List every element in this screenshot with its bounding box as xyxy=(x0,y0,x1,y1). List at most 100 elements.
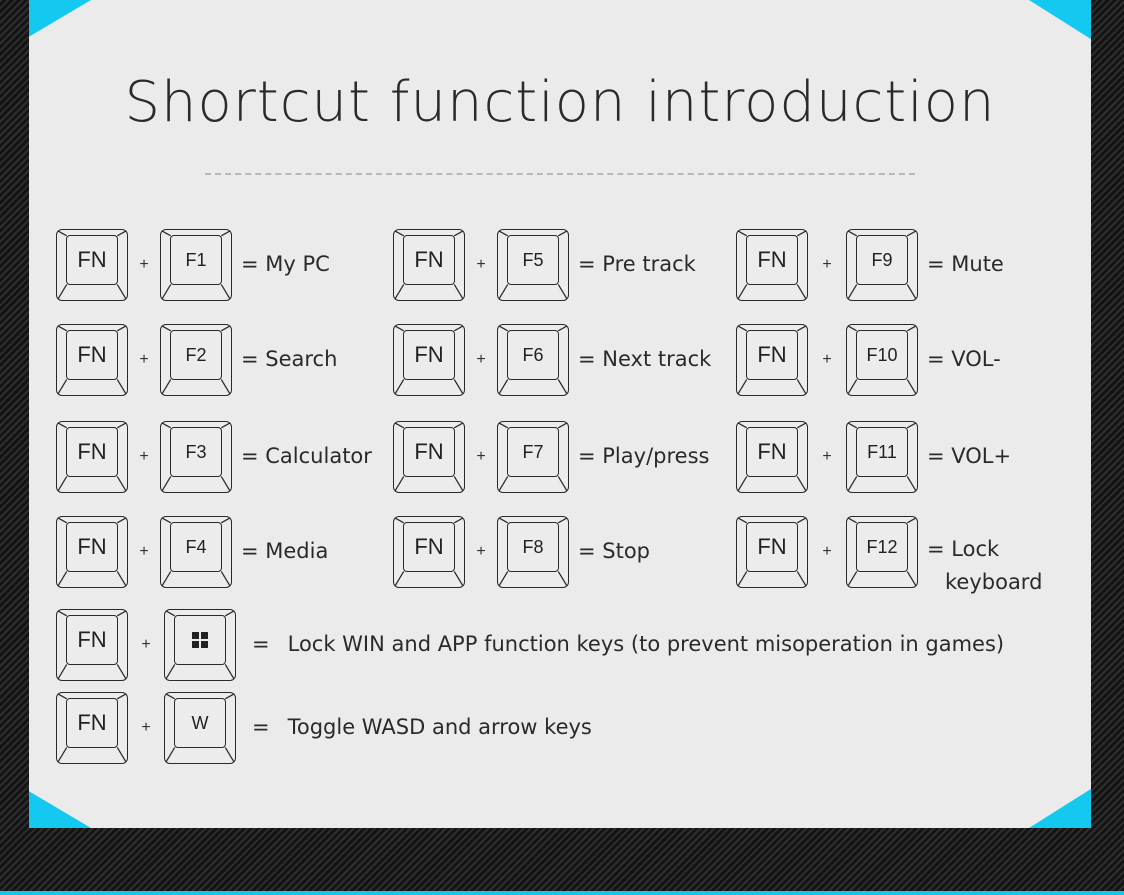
fn-key: FN xyxy=(736,421,808,493)
fn-key: FN xyxy=(736,229,808,301)
fn-key: FN xyxy=(56,229,128,301)
plus-sign: + xyxy=(822,543,832,560)
f9-key: F9 xyxy=(846,229,918,301)
plus-sign: + xyxy=(476,256,486,273)
keycap-bevel xyxy=(57,230,127,300)
shortcut-row-f3: FN + F3 = Calculator xyxy=(56,421,372,493)
plus-sign: + xyxy=(476,351,486,368)
plus-sign: + xyxy=(822,351,832,368)
fn-key: FN xyxy=(393,516,465,588)
shortcut-row-f1: FN + F1 = My PC xyxy=(56,229,330,301)
shortcut-desc: = Next track xyxy=(578,347,712,372)
fn-key: FN xyxy=(393,324,465,396)
shortcut-desc: = My PC xyxy=(241,252,330,277)
shortcut-row-f2: FN + F2 = Search xyxy=(56,324,337,396)
shortcut-desc: Lock WIN and APP function keys (to preve… xyxy=(287,632,1005,657)
equals-sign: = xyxy=(252,715,270,740)
keycap-bevel xyxy=(847,422,917,492)
keycap-bevel xyxy=(847,517,917,587)
bottom-accent-stripe xyxy=(0,891,1124,895)
shortcut-desc: = Media xyxy=(241,539,329,564)
plus-sign: + xyxy=(476,543,486,560)
shortcut-desc: Toggle WASD and arrow keys xyxy=(287,715,592,740)
plus-sign: + xyxy=(822,448,832,465)
keycap-bevel xyxy=(737,230,807,300)
plus-sign: + xyxy=(139,448,149,465)
plus-sign: + xyxy=(139,351,149,368)
fn-key: FN xyxy=(393,229,465,301)
fn-key: FN xyxy=(56,421,128,493)
keycap-bevel xyxy=(161,517,231,587)
plus-sign: + xyxy=(476,448,486,465)
keycap-bevel xyxy=(498,517,568,587)
keycap-bevel xyxy=(737,517,807,587)
shortcut-desc-block: = Lock keyboard xyxy=(918,516,1042,599)
keycap-bevel xyxy=(394,422,464,492)
keycap-bevel xyxy=(57,693,127,763)
keycap-bevel xyxy=(57,325,127,395)
keycap-bevel xyxy=(498,325,568,395)
fn-key: FN xyxy=(56,324,128,396)
corner-accent-top-left xyxy=(29,0,91,37)
keycap-bevel xyxy=(498,422,568,492)
keycap-bevel xyxy=(57,610,127,680)
shortcut-desc: = Stop xyxy=(578,539,651,564)
shortcut-row-w: FN + W = Toggle WASD and arrow keys xyxy=(56,692,592,764)
f4-key: F4 xyxy=(160,516,232,588)
f12-key: F12 xyxy=(846,516,918,588)
plus-sign: + xyxy=(139,543,149,560)
shortcut-row-f5: FN + F5 = Pre track xyxy=(393,229,696,301)
keycap-bevel xyxy=(161,230,231,300)
fn-key: FN xyxy=(736,324,808,396)
f8-key: F8 xyxy=(497,516,569,588)
shortcut-row-f12: FN + F12 = Lock keyboard xyxy=(736,516,1042,594)
shortcut-desc: = Calculator xyxy=(241,444,372,469)
shortcut-row-f8: FN + F8 = Stop xyxy=(393,516,650,588)
shortcut-row-f6: FN + F6 = Next track xyxy=(393,324,711,396)
plus-sign: + xyxy=(141,636,151,653)
title-divider xyxy=(205,173,915,175)
corner-accent-top-right xyxy=(1029,0,1091,40)
w-key: W xyxy=(164,692,236,764)
plus-sign: + xyxy=(141,719,151,736)
shortcut-row-win: FN + = Lock WIN and APP function keys (t… xyxy=(56,609,1004,681)
f3-key: F3 xyxy=(160,421,232,493)
fn-key: FN xyxy=(393,421,465,493)
keycap-bevel xyxy=(57,422,127,492)
plus-sign: + xyxy=(822,256,832,273)
shortcut-desc: = Mute xyxy=(927,252,1004,277)
keycap-bevel xyxy=(394,230,464,300)
shortcut-desc: = Play/press xyxy=(578,444,710,469)
f1-key: F1 xyxy=(160,229,232,301)
keycap-bevel xyxy=(737,325,807,395)
keycap-bevel xyxy=(165,610,235,680)
keycap-bevel xyxy=(161,325,231,395)
shortcut-desc: = VOL- xyxy=(927,347,1001,372)
f7-key: F7 xyxy=(497,421,569,493)
shortcut-row-f4: FN + F4 = Media xyxy=(56,516,328,588)
fn-key: FN xyxy=(56,516,128,588)
keycap-bevel xyxy=(847,325,917,395)
fn-key: FN xyxy=(736,516,808,588)
shortcut-desc-line2: keyboard xyxy=(945,569,1043,594)
keycap-bevel xyxy=(161,422,231,492)
shortcut-row-f11: FN + F11 = VOL+ xyxy=(736,421,1011,493)
keycap-bevel xyxy=(57,517,127,587)
shortcut-desc: = VOL+ xyxy=(927,444,1012,469)
fn-key: FN xyxy=(56,609,128,681)
f5-key: F5 xyxy=(497,229,569,301)
page-title: Shortcut function introduction xyxy=(124,70,996,135)
keycap-bevel xyxy=(165,693,235,763)
fn-key: FN xyxy=(56,692,128,764)
shortcut-row-f9: FN + F9 = Mute xyxy=(736,229,1004,301)
f10-key: F10 xyxy=(846,324,918,396)
windows-key xyxy=(164,609,236,681)
shortcut-desc: = Lock xyxy=(927,537,1000,561)
f2-key: F2 xyxy=(160,324,232,396)
corner-accent-bottom-left xyxy=(29,791,91,828)
f6-key: F6 xyxy=(497,324,569,396)
keycap-bevel xyxy=(737,422,807,492)
keycap-bevel xyxy=(394,325,464,395)
f11-key: F11 xyxy=(846,421,918,493)
windows-icon xyxy=(192,632,208,648)
